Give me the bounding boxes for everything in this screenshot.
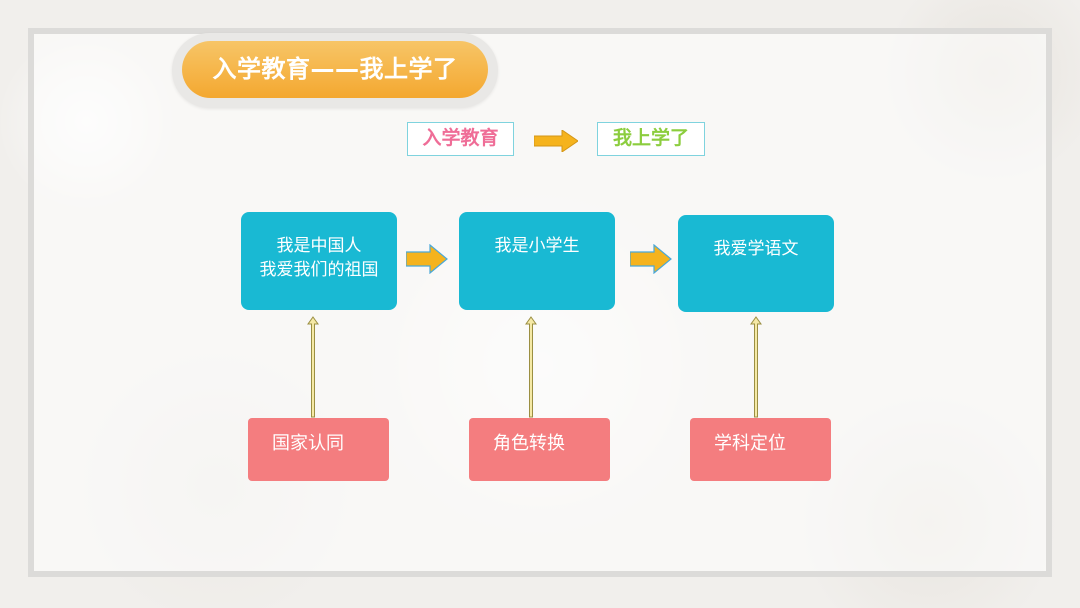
flow-arrow-icon <box>630 244 672 274</box>
slide-title: 入学教育——我上学了 <box>182 41 488 98</box>
theme-label-left: 入学教育 <box>407 122 514 156</box>
up-arrow-icon <box>750 316 762 418</box>
flow-node-chinese: 我爱学语文 <box>678 215 834 312</box>
up-arrow-icon <box>525 316 537 418</box>
flow-node-line: 我爱学语文 <box>713 239 799 259</box>
source-box-role-change: 角色转换 <box>469 418 610 481</box>
flow-node-line: 我爱我们的祖国 <box>259 260 379 280</box>
flow-node-pupil: 我是小学生 <box>459 212 615 310</box>
theme-label-right: 我上学了 <box>597 122 705 156</box>
theme-arrow-icon <box>534 130 578 152</box>
up-arrow-icon <box>307 316 319 418</box>
source-box-national-identity: 国家认同 <box>248 418 389 481</box>
source-box-subject-positioning: 学科定位 <box>690 418 831 481</box>
flow-arrow-icon <box>406 244 448 274</box>
flow-node-line: 我是小学生 <box>494 236 580 256</box>
flow-node-national-identity: 我是中国人 我爱我们的祖国 <box>241 212 397 310</box>
flow-node-line: 我是中国人 <box>276 236 362 256</box>
